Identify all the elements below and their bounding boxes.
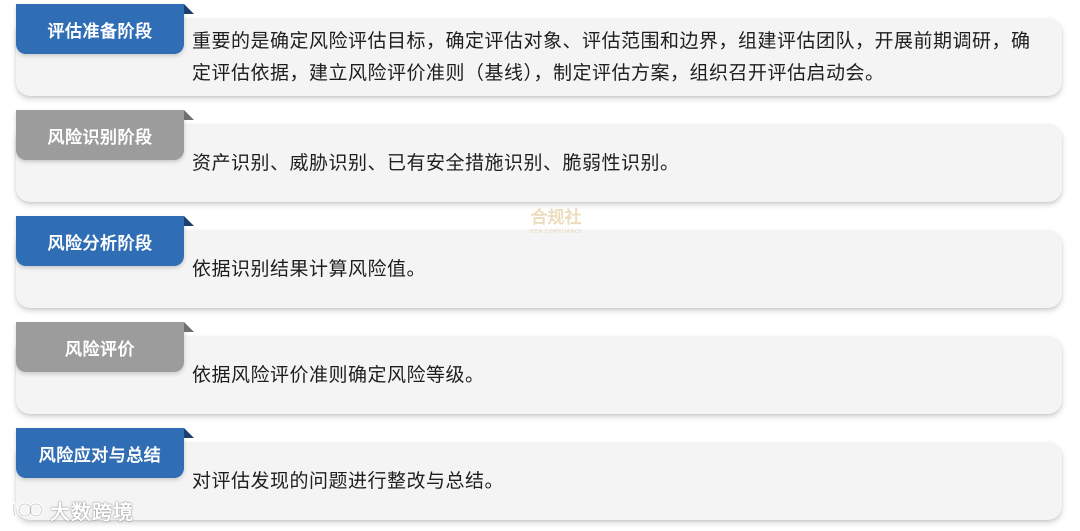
stage-description: 依据识别结果计算风险值。 bbox=[192, 258, 427, 280]
stage-description: 资产识别、威胁识别、已有安全措施识别、脆弱性识别。 bbox=[192, 152, 680, 174]
brand-watermark: 大数跨境 bbox=[10, 495, 134, 525]
stage-card bbox=[16, 336, 1062, 414]
stage-tag: 风险应对与总结 bbox=[16, 428, 194, 478]
stage-tag: 风险评价 bbox=[16, 322, 194, 372]
stage-card bbox=[16, 442, 1062, 520]
stage-card bbox=[16, 18, 1062, 96]
stage-row-5: 对评估发现的问题进行整改与总结。 风险应对与总结 bbox=[16, 428, 1062, 522]
stage-tag: 风险分析阶段 bbox=[16, 216, 194, 266]
stage-row-1: 重要的是确定风险评估目标，确定评估对象、评估范围和边界，组建评估团队，开展前期调… bbox=[16, 4, 1062, 98]
brand-logo-icon bbox=[12, 502, 44, 518]
stage-row-3: 依据识别结果计算风险值。 风险分析阶段 bbox=[16, 216, 1062, 310]
brand-name: 大数跨境 bbox=[50, 499, 134, 524]
stage-tag: 评估准备阶段 bbox=[16, 4, 194, 54]
stage-card bbox=[16, 230, 1062, 308]
stage-description: 对评估发现的问题进行整改与总结。 bbox=[192, 470, 505, 492]
stage-description: 依据风险评价准则确定风险等级。 bbox=[192, 364, 485, 386]
stage-row-2: 资产识别、威胁识别、已有安全措施识别、脆弱性识别。 风险识别阶段 bbox=[16, 110, 1062, 204]
stage-row-4: 依据风险评价准则确定风险等级。 风险评价 bbox=[16, 322, 1062, 416]
stage-tag: 风险识别阶段 bbox=[16, 110, 194, 160]
stage-card bbox=[16, 124, 1062, 202]
stage-description: 重要的是确定风险评估目标，确定评估对象、评估范围和边界，组建评估团队，开展前期调… bbox=[192, 30, 1031, 84]
